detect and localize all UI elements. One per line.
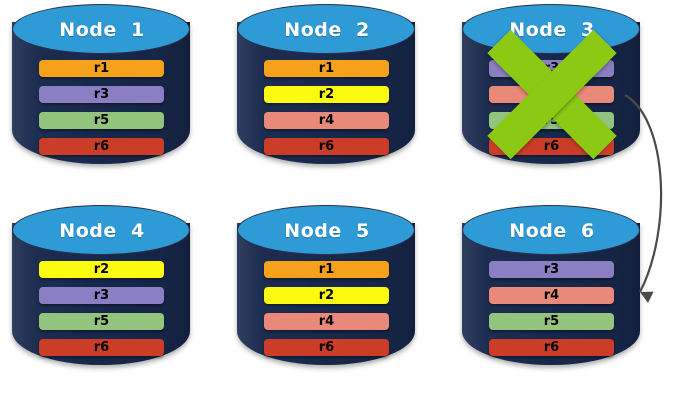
node-4-records: r2 r3 r5 r6 bbox=[39, 261, 164, 356]
record-bar[interactable]: r1 bbox=[264, 261, 389, 278]
node-2[interactable]: Node 2 r1 r2 r4 r6 bbox=[225, 0, 428, 183]
node-1-label: Node 1 bbox=[59, 19, 145, 41]
record-bar[interactable]: r5 bbox=[39, 313, 164, 330]
node-1-top: Node 1 bbox=[12, 4, 190, 54]
record-bar[interactable]: r5 bbox=[39, 112, 164, 129]
record-bar[interactable]: r3 bbox=[39, 287, 164, 304]
record-bar[interactable]: r6 bbox=[264, 339, 389, 356]
node-6-top: Node 6 bbox=[462, 205, 640, 255]
record-bar[interactable]: r4 bbox=[489, 287, 614, 304]
record-bar[interactable]: r2 bbox=[264, 287, 389, 304]
record-bar[interactable]: r3 bbox=[39, 86, 164, 103]
record-bar[interactable]: r3 bbox=[489, 60, 614, 77]
record-bar[interactable]: r6 bbox=[489, 339, 614, 356]
node-3-label: Node 3 bbox=[509, 19, 595, 41]
record-bar[interactable]: r4 bbox=[264, 313, 389, 330]
node-1-records: r1 r3 r5 r6 bbox=[39, 60, 164, 155]
node-2-label: Node 2 bbox=[284, 19, 370, 41]
node-3-top: Node 3 bbox=[462, 4, 640, 54]
record-bar[interactable]: r6 bbox=[39, 339, 164, 356]
record-bar[interactable]: r5 bbox=[489, 112, 614, 129]
record-bar[interactable]: r1 bbox=[39, 60, 164, 77]
node-6-label: Node 6 bbox=[509, 220, 595, 242]
record-bar[interactable]: r1 bbox=[264, 60, 389, 77]
node-4-top: Node 4 bbox=[12, 205, 190, 255]
node-6-records: r3 r4 r5 r6 bbox=[489, 261, 614, 356]
record-bar[interactable]: r6 bbox=[489, 138, 614, 155]
node-5-top: Node 5 bbox=[237, 205, 415, 255]
node-2-top: Node 2 bbox=[237, 4, 415, 54]
node-5-records: r1 r2 r4 r6 bbox=[264, 261, 389, 356]
record-bar[interactable]: r4 bbox=[489, 86, 614, 103]
node-6[interactable]: Node 6 r3 r4 r5 r6 bbox=[450, 201, 653, 384]
record-bar[interactable]: r2 bbox=[264, 86, 389, 103]
node-2-records: r1 r2 r4 r6 bbox=[264, 60, 389, 155]
record-bar[interactable]: r2 bbox=[39, 261, 164, 278]
node-3[interactable]: Node 3 r3 r4 r5 r6 bbox=[450, 0, 653, 183]
node-4-label: Node 4 bbox=[59, 220, 145, 242]
record-bar[interactable]: r6 bbox=[39, 138, 164, 155]
node-1[interactable]: Node 1 r1 r3 r5 r6 bbox=[0, 0, 203, 183]
node-5[interactable]: Node 5 r1 r2 r4 r6 bbox=[225, 201, 428, 384]
record-bar[interactable]: r5 bbox=[489, 313, 614, 330]
node-5-label: Node 5 bbox=[284, 220, 370, 242]
node-3-records: r3 r4 r5 r6 bbox=[489, 60, 614, 155]
record-bar[interactable]: r4 bbox=[264, 112, 389, 129]
record-bar[interactable]: r6 bbox=[264, 138, 389, 155]
node-4[interactable]: Node 4 r2 r3 r5 r6 bbox=[0, 201, 203, 384]
record-bar[interactable]: r3 bbox=[489, 261, 614, 278]
